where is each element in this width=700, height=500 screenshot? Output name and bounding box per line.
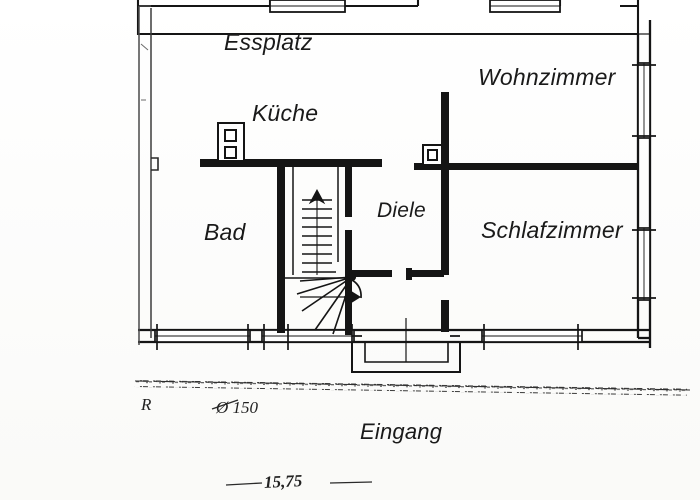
handwritten-r-annotation: R — [141, 395, 152, 414]
room-label-essplatz: Essplatz — [224, 29, 313, 55]
stair-up-arrow — [308, 188, 326, 205]
exterior-walls — [136, 0, 652, 348]
wall-stair-right-upper — [345, 167, 352, 217]
window-top-1 — [269, 0, 346, 13]
window-bottom-2 — [261, 324, 355, 350]
entrance-porch — [351, 318, 461, 373]
window-bottom-3 — [481, 324, 583, 350]
wall-door-jamb-diele — [408, 270, 444, 277]
left-wall-niche — [151, 157, 159, 171]
entrance-label: Eingang — [360, 419, 443, 444]
dimension-line-bottom — [225, 481, 373, 486]
handwritten-diameter-annotation: Ø 150 — [216, 398, 259, 417]
ground-line — [134, 380, 691, 396]
wall-diele-lower — [441, 167, 449, 275]
staircase — [285, 167, 362, 335]
door-handle-marker — [343, 291, 361, 303]
room-label-schlafzimmer: Schlafzimmer — [481, 217, 623, 243]
room-label-wohnzimmer: Wohnzimmer — [478, 64, 616, 90]
window-top-2 — [489, 0, 561, 13]
stair-treads-straight — [302, 199, 336, 273]
room-label-bad: Bad — [204, 219, 246, 245]
wall-door-jamb-stair — [352, 270, 392, 277]
top-wall-inner-face — [136, 0, 640, 36]
door-swing-diele — [351, 279, 362, 299]
chimney-hall — [422, 144, 443, 166]
wall-diele-upper — [441, 92, 449, 170]
wall-wohn-schlaf — [414, 163, 639, 170]
wall-kueche-bad — [200, 159, 382, 167]
room-label-diele: Diele — [377, 199, 426, 222]
wall-pier-diele — [406, 268, 412, 280]
wall-bad-stair — [277, 163, 285, 333]
stair-newel-post — [347, 272, 357, 282]
wall-diele-bottom — [441, 300, 449, 332]
room-label-kueche: Küche — [252, 100, 319, 126]
window-right-1 — [632, 62, 656, 139]
diameter-symbol-slash — [211, 399, 239, 410]
window-bottom-1 — [154, 324, 251, 350]
chimney-kitchen — [217, 122, 245, 162]
window-right-2 — [632, 227, 656, 301]
stair-treads-winder — [296, 276, 353, 335]
handwritten-dimension-annotation: 15,75 — [263, 471, 303, 492]
